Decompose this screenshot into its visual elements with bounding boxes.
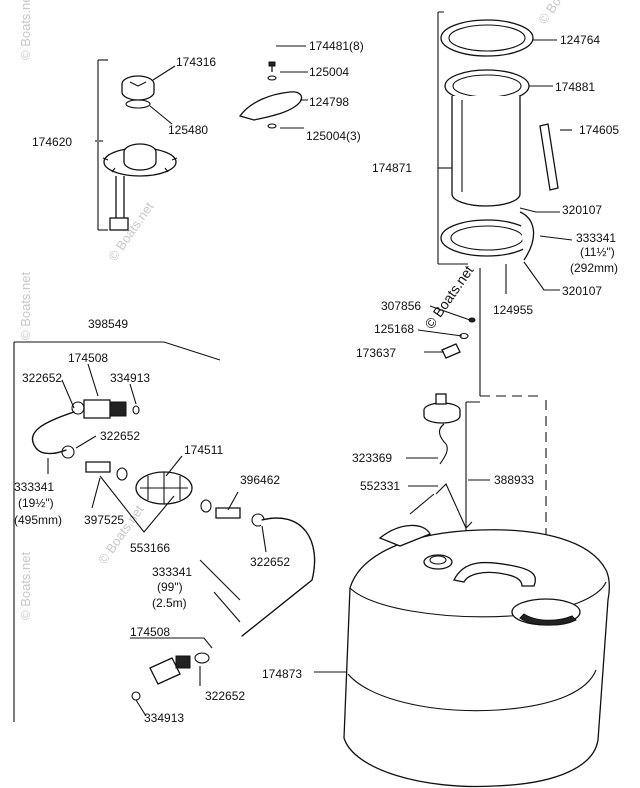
label-322652-d: 322652 xyxy=(205,689,245,703)
label-333341-b: 333341 xyxy=(14,480,54,494)
label-124764: 124764 xyxy=(560,33,600,47)
label-333341-c-in: (99") xyxy=(157,580,183,594)
label-333341-a: 333341 xyxy=(576,231,616,245)
vent-cap-group xyxy=(406,392,490,613)
label-174873: 174873 xyxy=(262,667,302,681)
label-552331: 552331 xyxy=(360,479,400,493)
label-322652-b: 322652 xyxy=(100,429,140,443)
bracket-group xyxy=(238,45,308,129)
label-174508-b: 174508 xyxy=(130,625,170,639)
watermark-lower: © Boats.net xyxy=(95,502,147,567)
label-307856: 307856 xyxy=(381,299,421,313)
label-125168: 125168 xyxy=(374,322,414,336)
label-396462: 396462 xyxy=(240,473,280,487)
label-398549: 398549 xyxy=(88,317,128,331)
label-333341-b-in: (19½") xyxy=(18,496,54,510)
watermark-mid-left: © Boats.net xyxy=(18,271,33,340)
label-320107-a: 320107 xyxy=(562,203,602,217)
label-174620: 174620 xyxy=(32,135,72,149)
assembly-dashed-leader xyxy=(480,395,547,610)
label-174481: 174481(8) xyxy=(309,39,364,53)
label-333341-a-mm: (292mm) xyxy=(570,261,618,275)
label-173637: 173637 xyxy=(356,346,396,360)
label-174508-a: 174508 xyxy=(68,351,108,365)
label-125004-3: 125004(3) xyxy=(306,129,361,143)
label-388933: 388933 xyxy=(494,473,534,487)
label-124955: 124955 xyxy=(493,303,533,317)
watermark-center: © Boats.net xyxy=(421,262,476,331)
label-174871: 174871 xyxy=(372,161,412,175)
label-333341-a-in: (11½") xyxy=(580,245,615,259)
label-333341-b-mm: (495mm) xyxy=(14,513,62,527)
watermark-bottom-left: © Boats.net xyxy=(18,551,33,620)
watermark-upper: © Boats.net xyxy=(105,199,157,264)
tank-connector-group xyxy=(130,637,213,717)
label-174881: 174881 xyxy=(555,80,595,94)
watermark-right-top: © Boats.net xyxy=(535,0,587,27)
label-323369: 323369 xyxy=(352,451,392,465)
label-397525: 397525 xyxy=(84,513,124,527)
filter-assembly-group xyxy=(437,11,573,294)
fuel-tank xyxy=(314,524,610,788)
fitting-group xyxy=(417,268,481,392)
label-320107-b: 320107 xyxy=(562,284,602,298)
label-334913-a: 334913 xyxy=(110,371,150,385)
watermark-top-left: © Boats.net xyxy=(18,0,33,60)
label-322652-a: 322652 xyxy=(22,371,62,385)
label-333341-c-m: (2.5m) xyxy=(152,596,187,610)
label-174511: 174511 xyxy=(184,443,223,457)
label-174316: 174316 xyxy=(176,55,216,69)
label-334913-b: 334913 xyxy=(144,711,184,725)
fuel-line-group xyxy=(13,341,316,722)
label-333341-c: 333341 xyxy=(152,565,192,579)
label-125004: 125004 xyxy=(309,65,349,79)
label-125480: 125480 xyxy=(168,123,208,137)
label-553166: 553166 xyxy=(130,541,170,555)
label-174605: 174605 xyxy=(579,123,619,137)
fuel-cap-gauge-group xyxy=(95,59,178,231)
label-124798: 124798 xyxy=(309,95,349,109)
label-322652-c: 322652 xyxy=(250,555,290,569)
